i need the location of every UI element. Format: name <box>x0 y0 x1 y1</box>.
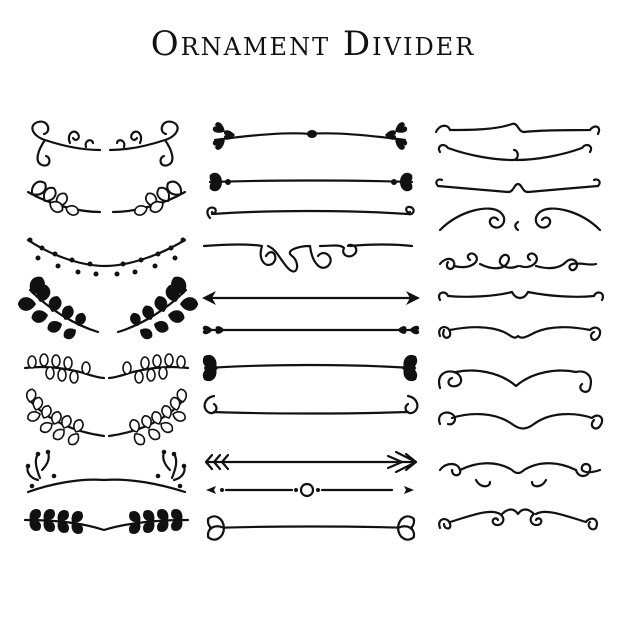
ornament-right-5 <box>438 252 598 272</box>
ornament-left-4 <box>17 273 199 342</box>
ornament-middle-7 <box>199 351 421 385</box>
ornament-right-7 <box>438 326 602 341</box>
ornament-middle-11 <box>203 512 419 544</box>
ornament-right-3 <box>435 178 601 194</box>
ornament-middle-9 <box>204 450 418 474</box>
ornament-middle-3 <box>206 205 415 220</box>
ornament-middle-4 <box>202 243 414 273</box>
ornament-middle-2 <box>207 170 415 194</box>
ornament-middle-10 <box>206 482 414 498</box>
ornament-right-1 <box>434 122 601 136</box>
ornament-right-6 <box>438 290 604 302</box>
ornament-left-7 <box>25 449 187 494</box>
ornament-right-4 <box>438 207 602 232</box>
ornament-right-9 <box>438 411 604 430</box>
ornament-left-2 <box>26 177 187 218</box>
ornament-left-1 <box>31 120 179 167</box>
ornament-left-8 <box>23 506 190 537</box>
page-title: Ornament Divider <box>150 24 476 64</box>
ornament-right-11 <box>438 508 598 531</box>
ornament-middle-8 <box>203 394 419 415</box>
ornament-middle-6 <box>202 325 420 335</box>
ornament-left-6 <box>24 387 189 448</box>
ornament-middle-5 <box>202 291 420 305</box>
ornament-left-5 <box>23 353 190 384</box>
ornament-left-3 <box>26 237 187 277</box>
ornament-right-2 <box>437 143 593 162</box>
ornament-middle-1 <box>211 121 409 151</box>
ornament-right-8 <box>438 369 592 393</box>
ornament-right-10 <box>438 462 602 488</box>
